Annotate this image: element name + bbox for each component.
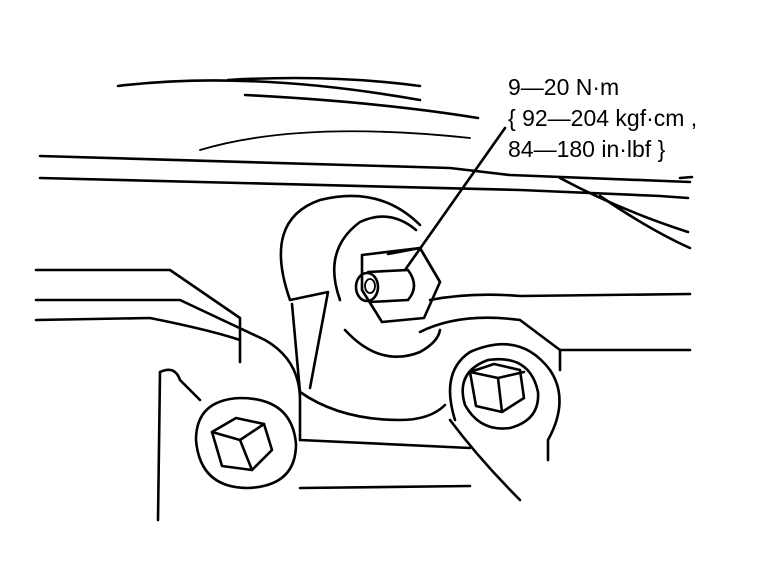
- torque-callout: 9—20 N·m { 92—204 kgf·cm , 84—180 in·lbf…: [508, 72, 697, 165]
- top-arc-4: [243, 93, 480, 120]
- boss-outer: [279, 194, 422, 302]
- right-curve-1: [558, 176, 690, 234]
- right-bolt-washer: [461, 357, 540, 430]
- sensor-hex: [360, 246, 442, 324]
- lower-edge-2: [298, 484, 472, 490]
- top-arc-3: [199, 130, 471, 151]
- left-step: [34, 268, 242, 364]
- right-bolt-hex-face: [468, 370, 526, 414]
- right-bolt-boss: [448, 343, 561, 462]
- sensor-tip: [354, 271, 380, 303]
- right-flange-top: [428, 292, 692, 302]
- torque-kgfcm: { 92—204 kgf·cm ,: [508, 105, 698, 131]
- left-lower-edge: [34, 316, 242, 342]
- boss-inner: [332, 215, 418, 302]
- torque-inlbf: 84—180 in·lbf }: [508, 136, 666, 162]
- right-bolt-hex: [468, 362, 526, 414]
- lower-edge-1: [298, 438, 472, 450]
- sensor-hex-face: [386, 246, 442, 284]
- boss-lower: [343, 328, 442, 359]
- top-arc-1: [226, 76, 422, 88]
- left-bolt-hex-face: [210, 422, 266, 472]
- boss-base: [298, 390, 447, 422]
- boss-neck: [290, 302, 302, 394]
- right-tick: [678, 175, 694, 180]
- rail-lower: [38, 176, 690, 200]
- left-flange: [34, 298, 302, 442]
- lower-left-drop: [158, 368, 202, 402]
- lower-right-curve: [448, 418, 522, 502]
- right-curve-2: [598, 194, 692, 250]
- callout-leader: [403, 126, 507, 272]
- rail-upper: [38, 154, 692, 184]
- left-bolt-boss: [194, 396, 298, 490]
- lower-left-wall: [156, 370, 162, 522]
- left-bolt-hex: [210, 416, 274, 472]
- sensor-body: [366, 268, 416, 304]
- right-flange-lower: [418, 316, 692, 352]
- boss-shoulder: [288, 290, 330, 390]
- top-arc-2: [116, 79, 422, 102]
- sensor-tip-inner: [364, 278, 376, 294]
- torque-nm: 9—20 N·m: [508, 74, 620, 100]
